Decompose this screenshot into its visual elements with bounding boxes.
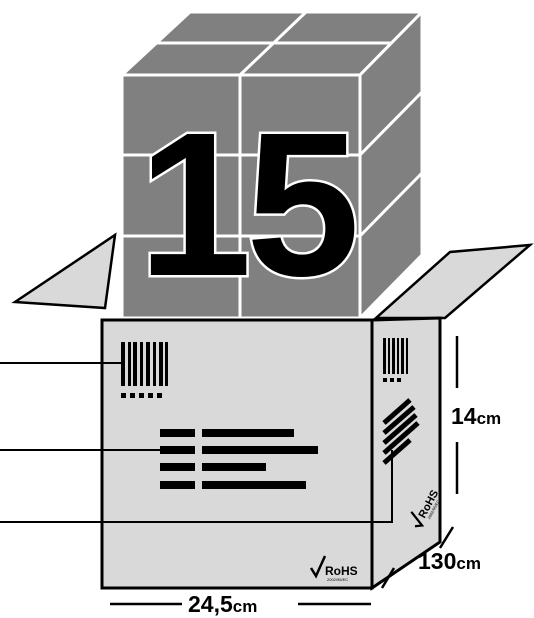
width-label: 24,5cm [188, 591, 257, 617]
side-divider [358, 171, 424, 238]
dimension-lines [110, 336, 459, 606]
svg-text:RoHS: RoHS [325, 564, 358, 578]
side-divider [358, 90, 424, 157]
left-flap [11, 232, 117, 310]
check-icon [309, 555, 327, 579]
front-barcode [121, 342, 168, 398]
svg-text:2002/95/EC: 2002/95/EC [327, 577, 348, 582]
rohs-mark-front: RoHS 2002/95/EC [309, 555, 358, 582]
check-icon [410, 511, 425, 528]
side-label-leader [0, 450, 393, 523]
product-stack: 15 [118, 8, 426, 322]
depth-line [380, 567, 396, 589]
box-side [370, 316, 442, 591]
side-label [382, 398, 420, 465]
side-barcode [383, 338, 408, 382]
leader-lines [0, 362, 393, 523]
stack-count: 15 [138, 90, 355, 319]
front-label [160, 429, 318, 489]
depth-line [438, 526, 455, 549]
depth-label: 130cm [418, 548, 481, 574]
height-label: 14cm [451, 403, 501, 429]
